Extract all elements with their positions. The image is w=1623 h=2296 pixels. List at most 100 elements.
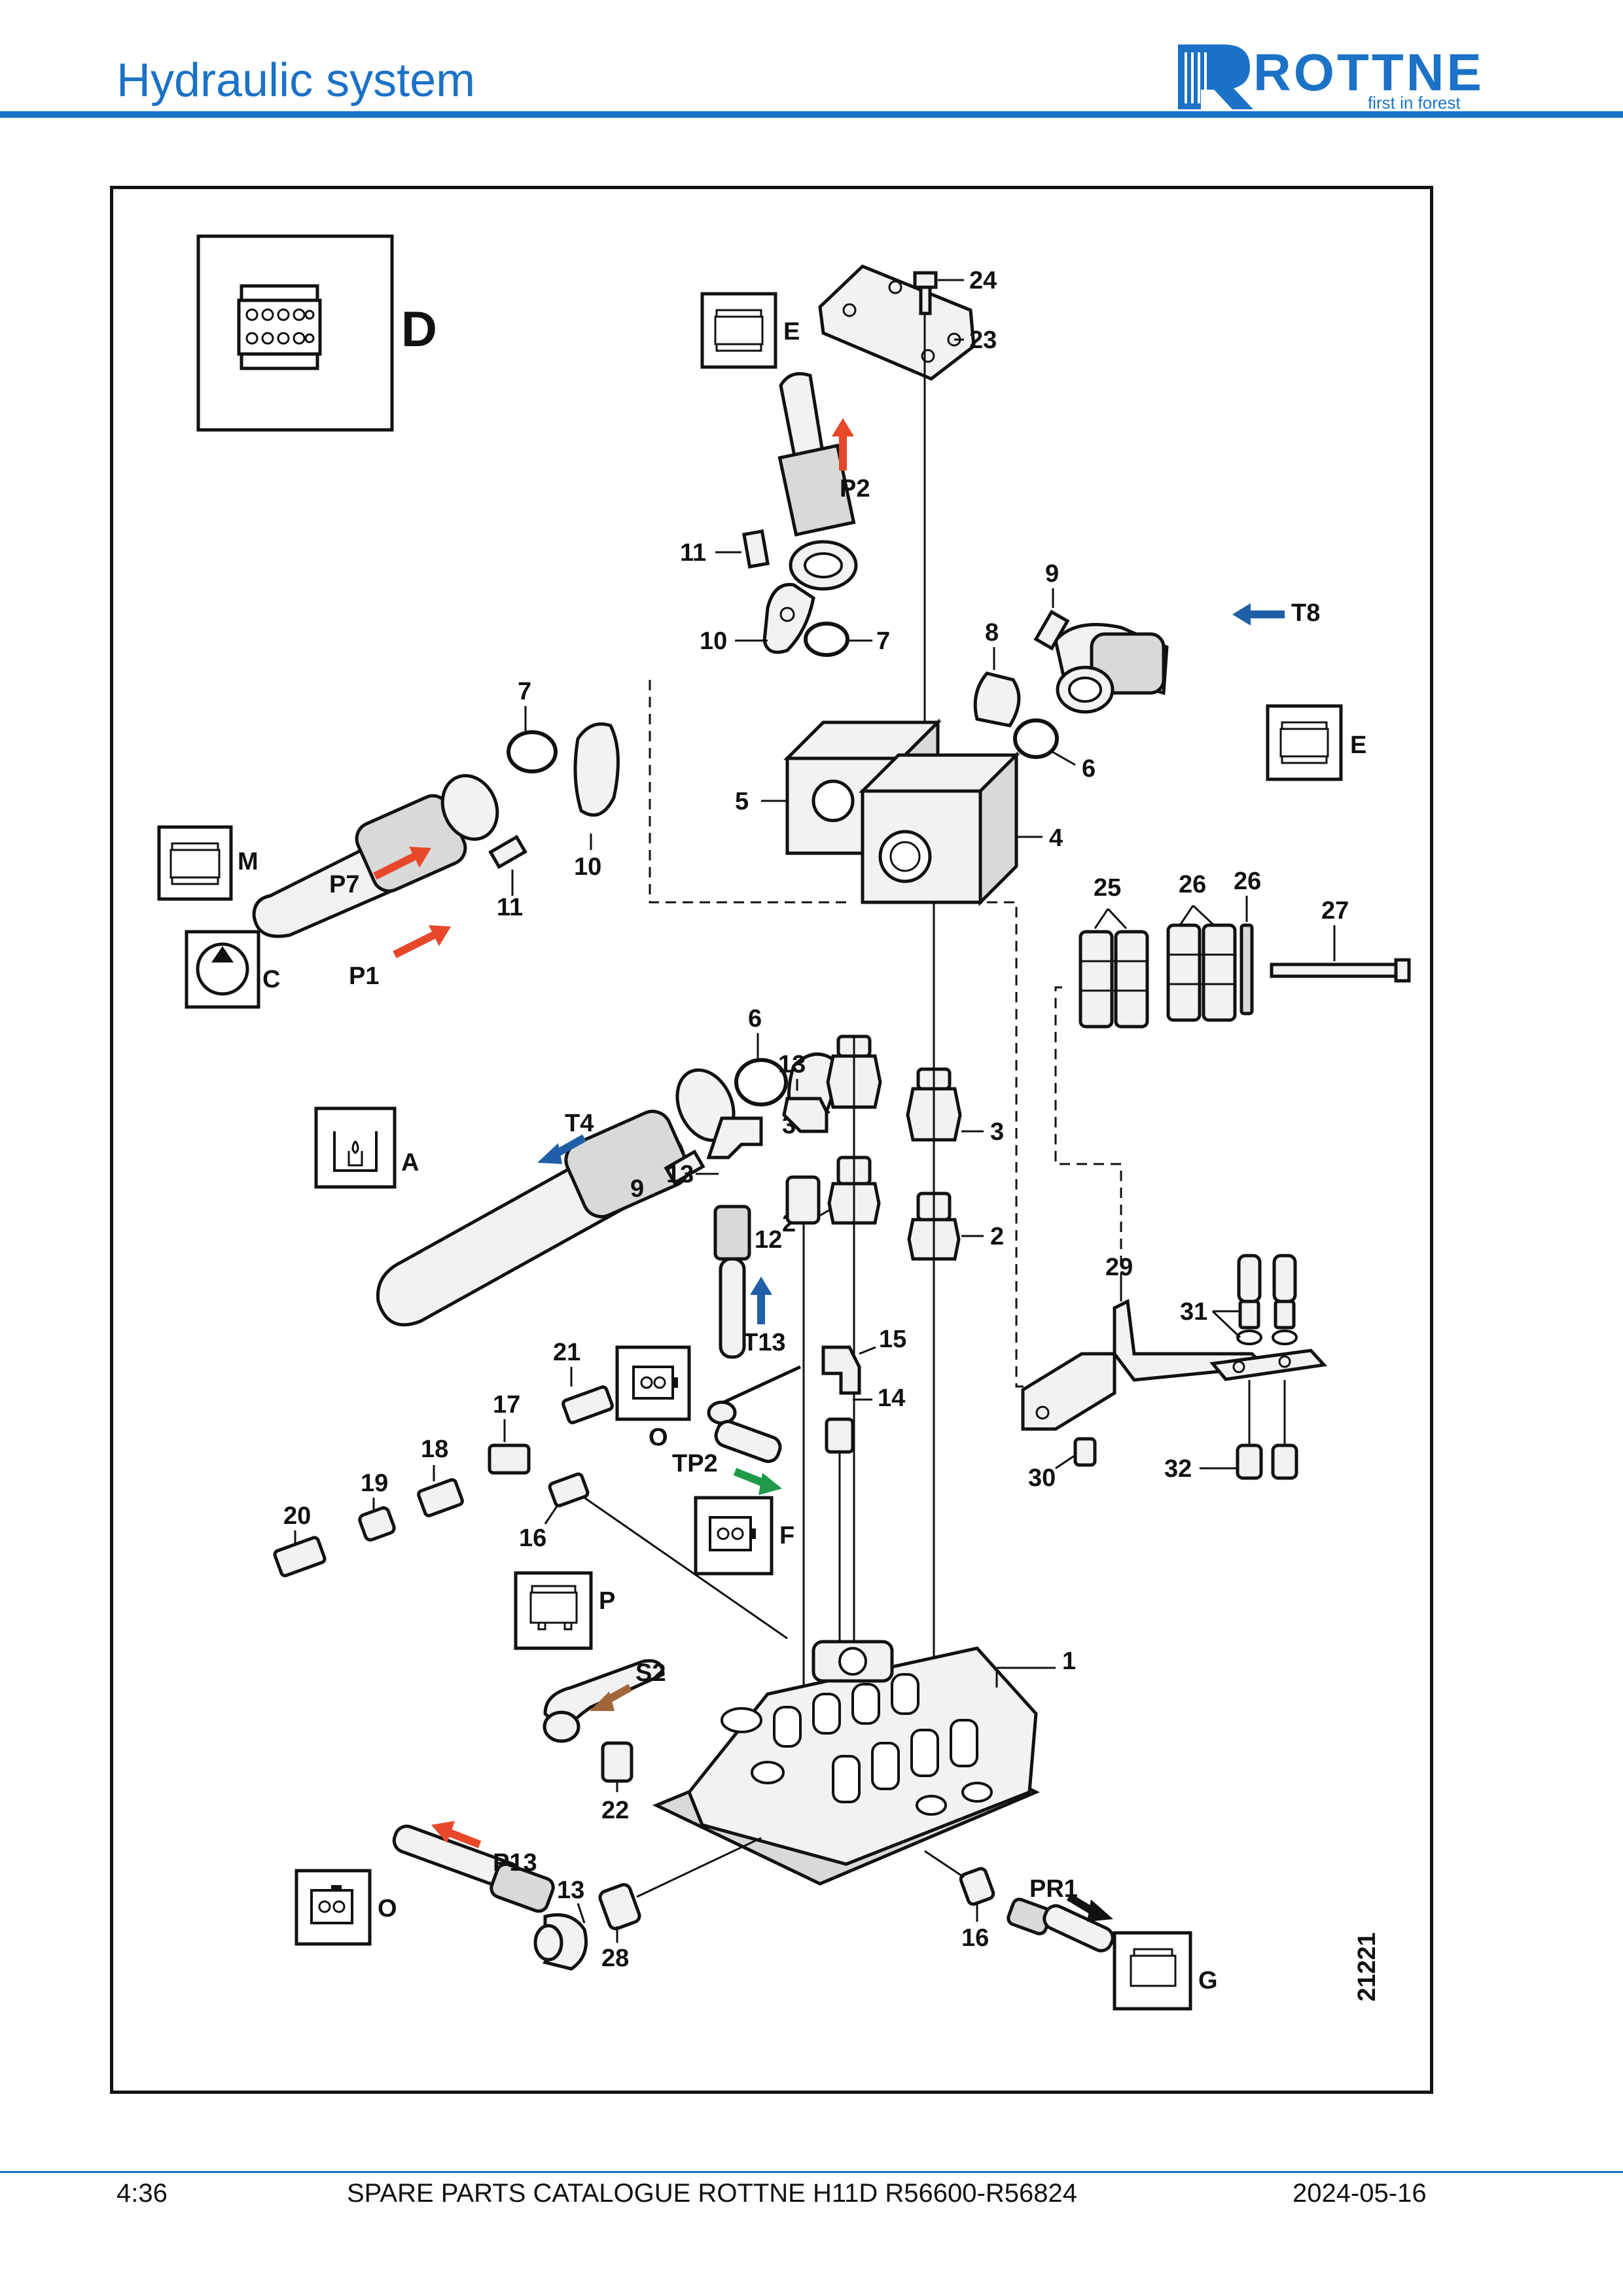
- part-label-16-left: 16: [519, 1525, 546, 1552]
- part-label-24: 23: [969, 327, 997, 354]
- footer-page-number: 4:36: [116, 2179, 168, 2208]
- port-label-t13: T13: [743, 1329, 785, 1356]
- symbol-c-pump-icon: [185, 930, 260, 1009]
- part-label-19: 19: [361, 1470, 388, 1497]
- part-label-10-left: 10: [574, 853, 601, 881]
- symbol-g-label: G: [1198, 1967, 1218, 1994]
- part-label-27: 26: [1234, 868, 1261, 895]
- main-control-valve-part: [652, 1640, 1040, 1886]
- hose-p7-p1-part: [252, 774, 499, 938]
- part-label-26-right: 26: [1179, 871, 1206, 898]
- symbol-p-connector-icon: [514, 1571, 593, 1650]
- part-label-11-top: 11: [680, 539, 706, 567]
- port-label-t4: T4: [565, 1110, 594, 1137]
- part-label-23: 28: [601, 1945, 629, 1972]
- part-label-13-upper: 13: [778, 1051, 806, 1078]
- part-label-30: 30: [1028, 1464, 1056, 1492]
- part-label-6-right: 6: [1082, 755, 1096, 783]
- figure-number: 21221: [1353, 1932, 1381, 2002]
- symbol-e-connector-icon: [700, 292, 777, 369]
- part-label-3-right: 3: [990, 1118, 1004, 1146]
- symbol-o-lower-label: O: [378, 1895, 397, 1922]
- part-label-22: 22: [601, 1797, 629, 1824]
- symbol-d-label: D: [401, 302, 437, 357]
- port-label-tp2: TP2: [672, 1450, 718, 1477]
- symbol-m-connector-icon: [157, 825, 233, 901]
- hose-pr1-part: [1007, 1898, 1115, 1952]
- symbol-e-label: E: [783, 318, 800, 345]
- port-label-p1: P1: [349, 963, 379, 990]
- cable-sensors-part: [1236, 1254, 1298, 1480]
- hose-t13-part: [713, 1205, 751, 1359]
- page-title: Hydraulic system: [116, 54, 476, 107]
- valve-block-4-part: [858, 751, 1021, 907]
- footer-catalogue-title: SPARE PARTS CATALOGUE ROTTNE H11D R56600…: [347, 2179, 1077, 2208]
- symbol-m-label: M: [238, 848, 259, 875]
- part-label-31: 31: [1180, 1298, 1207, 1326]
- part-label-7-top: 7: [876, 627, 890, 655]
- part-label-32: 32: [1164, 1455, 1192, 1483]
- hose-p13-part: [392, 1824, 588, 1971]
- symbol-a-tank-icon: [314, 1106, 397, 1189]
- header-divider: [0, 111, 1623, 118]
- part-label-26-left: 25: [1094, 874, 1121, 902]
- part-label-9-left: 9: [630, 1175, 644, 1203]
- part-label-21: 21: [553, 1339, 580, 1366]
- port-label-pr1: PR1: [1029, 1875, 1078, 1903]
- part-label-9-top: 9: [1045, 560, 1059, 588]
- part-label-8-top: 8: [985, 619, 999, 646]
- rottne-logo: ROTTNE first in forest: [1178, 43, 1484, 111]
- part-label-5: 5: [735, 788, 749, 815]
- rottne-logo-mark-icon: [1178, 44, 1253, 109]
- part-label-28: 27: [1321, 897, 1349, 925]
- part-label-13-bottom: 13: [557, 1877, 584, 1904]
- part-label-20: 20: [283, 1502, 311, 1530]
- symbol-f-connector-icon: [694, 1496, 774, 1576]
- logo-tagline: first in forest: [1368, 93, 1461, 111]
- symbol-o-upper-label: O: [649, 1424, 668, 1451]
- symbol-a-label: A: [401, 1149, 419, 1176]
- part-label-14: 14: [878, 1385, 905, 1412]
- cable-clamps-part: [1079, 923, 1411, 1029]
- symbol-e-right-label: E: [1350, 732, 1366, 759]
- part-label-10-top: 10: [700, 627, 727, 655]
- part-label-16-right: 16: [961, 1924, 989, 1952]
- part-label-2-right: 2: [990, 1223, 1004, 1250]
- exploded-view-drawing: D E 24 23 P2 11 10 7: [157, 234, 1411, 2011]
- port-label-p13: P13: [493, 1849, 537, 1877]
- part-label-6-left: 6: [748, 1005, 762, 1033]
- part-label-13-lower: 13: [666, 1161, 694, 1188]
- part-label-17: 17: [493, 1391, 520, 1419]
- part-label-29: 29: [1105, 1254, 1133, 1281]
- hose-t8-part: [1054, 623, 1169, 714]
- part-label-18: 18: [421, 1436, 448, 1463]
- part-label-25: 24: [969, 267, 997, 294]
- symbol-o-lower-connector-icon: [294, 1869, 372, 1946]
- part-label-4: 4: [1049, 824, 1063, 852]
- symbol-g-connector-icon: [1113, 1931, 1192, 2011]
- mounting-plate-part: [818, 264, 976, 381]
- part-label-11-left: 11: [497, 894, 523, 921]
- symbol-o-upper-connector-icon: [615, 1345, 691, 1421]
- symbol-e-right-connector-icon: [1266, 704, 1343, 781]
- sensor-assembly-part: [273, 1385, 614, 1578]
- port-label-p7: P7: [329, 871, 359, 898]
- symbol-f-label: F: [779, 1522, 794, 1549]
- footer-divider: [0, 2171, 1623, 2173]
- logo-wordmark: ROTTNE: [1253, 43, 1484, 101]
- test-point-tp2-part: [707, 1365, 802, 1463]
- footer-date: 2024-05-16: [1293, 2179, 1427, 2208]
- part-label-15: 15: [879, 1326, 906, 1353]
- bracket-part: [1021, 1299, 1328, 1431]
- symbol-p-label: P: [599, 1587, 615, 1615]
- port-label-p2: P2: [840, 475, 870, 503]
- part-label-12: 12: [755, 1226, 782, 1254]
- symbol-d-connector-icon: [196, 234, 394, 432]
- symbol-c-label: C: [262, 966, 280, 993]
- port-label-s2: S2: [635, 1659, 666, 1687]
- hose-t4-part: [376, 1068, 736, 1327]
- hose-p2-part: [777, 372, 858, 591]
- exploded-view-frame: D E 24 23 P2 11 10 7: [110, 186, 1433, 2094]
- part-label-1: 1: [1062, 1648, 1076, 1675]
- port-label-t8: T8: [1291, 599, 1320, 627]
